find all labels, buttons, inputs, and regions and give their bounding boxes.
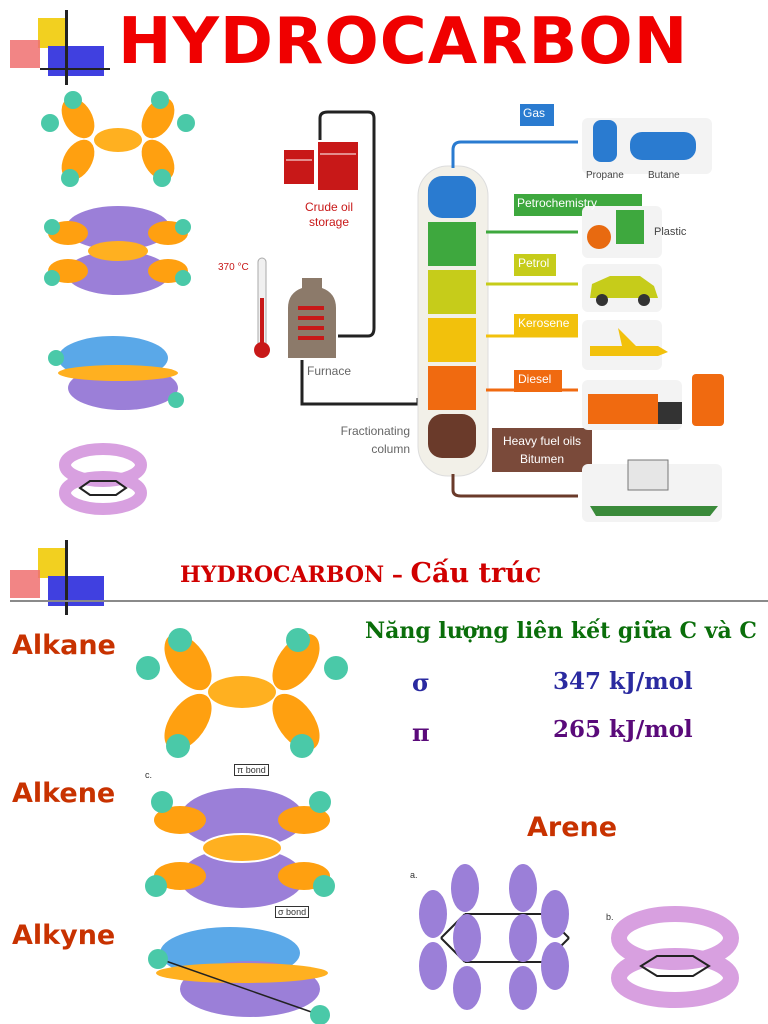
- fractionating-column: [417, 165, 489, 477]
- fig-tag-sigma-bond: σ bond: [275, 906, 310, 918]
- butane-label: Butane: [648, 170, 680, 181]
- refinery-diagram: [254, 104, 724, 522]
- sigma-symbol: σ: [412, 668, 430, 697]
- temperature-label: 370 °C: [218, 262, 249, 273]
- ethyne-orbital: [148, 927, 330, 1024]
- refinery-labels: Crude oil storage 370 °C Furnace Fractio…: [218, 106, 687, 466]
- fraction-label-boxes: [492, 104, 642, 472]
- sigma-energy-value: 347 kJ/mol: [553, 668, 693, 695]
- ethene-orbital: [145, 788, 335, 908]
- arene-illustrations: [419, 864, 739, 1010]
- section-rule: [10, 600, 768, 602]
- page-title: HYDROCARBON: [118, 5, 689, 79]
- fraction-petrochemistry: Petrochemistry: [517, 196, 598, 210]
- header-logo: [10, 10, 110, 85]
- ethane-orbital-small: [41, 91, 195, 187]
- crude-storage-tanks: [284, 142, 358, 190]
- label-alkane: Alkane: [12, 630, 116, 661]
- section-logo: [10, 540, 110, 615]
- fraction-kerosene: Kerosene: [518, 316, 570, 330]
- thermometer: [254, 257, 270, 358]
- plastic-label: Plastic: [654, 226, 687, 238]
- pi-energy-value: 265 kJ/mol: [553, 716, 693, 743]
- product-icons: [587, 120, 724, 516]
- benzene-p-orbitals: [419, 864, 570, 1010]
- fraction-gas: Gas: [523, 106, 546, 120]
- column-label: Fractionating column: [340, 424, 410, 456]
- fig-tag-pi-bond: π bond: [234, 764, 269, 776]
- fig-tag-c: c.: [145, 770, 153, 780]
- crude-storage-label: Crude oil storage: [304, 200, 354, 229]
- label-alkene: Alkene: [12, 778, 116, 809]
- orbital-illustrations-top: [41, 91, 195, 515]
- fraction-heavy-fuel: Heavy fuel oils Bitumen: [502, 434, 582, 466]
- ethyne-orbital-small: [48, 336, 184, 410]
- arene-label: Arene: [527, 812, 618, 843]
- orbital-illustrations-bottom: [136, 628, 348, 1024]
- benzene-ring-small: [59, 443, 147, 515]
- label-alkyne: Alkyne: [12, 920, 116, 951]
- energy-heading: Năng lượng liên kết giữa C và C: [365, 618, 757, 644]
- propane-label: Propane: [586, 170, 624, 181]
- furnace: [288, 278, 336, 358]
- fraction-petrol: Petrol: [518, 256, 550, 270]
- fraction-diesel: Diesel: [518, 372, 552, 386]
- benzene-pi-cloud: [611, 906, 739, 1008]
- section-title: HYDROCARBON – Cấu trúc: [180, 558, 542, 589]
- fig-tag-b: b.: [606, 912, 614, 922]
- ethene-orbital-small: [44, 206, 191, 295]
- fig-tag-a: a.: [410, 870, 418, 880]
- furnace-label: Furnace: [307, 364, 352, 378]
- pi-symbol: π: [412, 718, 430, 747]
- ethane-orbital: [136, 628, 348, 758]
